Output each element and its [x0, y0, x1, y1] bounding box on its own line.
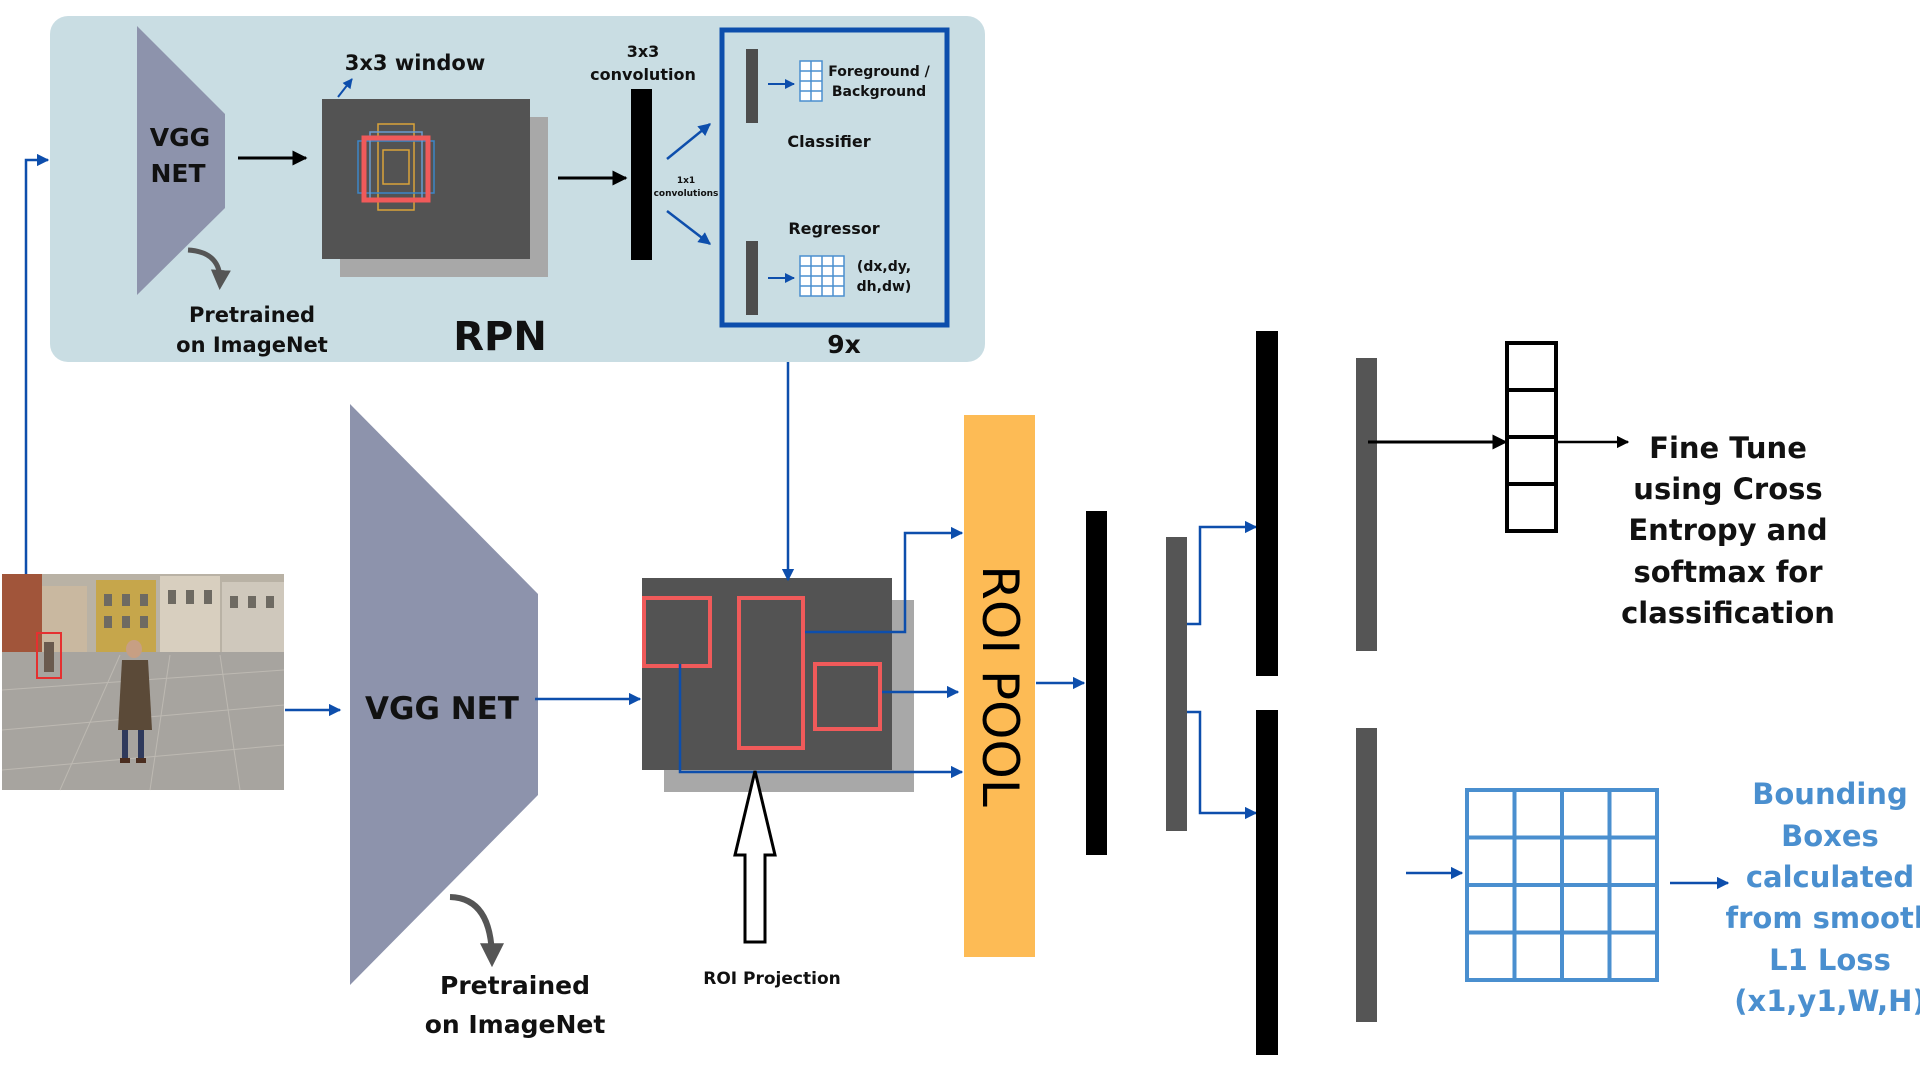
conv-label-1: 3x3	[627, 42, 660, 61]
bbox-output-label-1: Bounding	[1752, 777, 1907, 811]
conv1x1-label-2: convolutions	[654, 189, 719, 199]
rpn-vgg-label-2: NET	[150, 159, 205, 188]
anchor-box	[357, 140, 435, 194]
roi-box	[813, 662, 882, 731]
main-feature-map	[642, 578, 892, 770]
fg-bg-label-2: Background	[832, 84, 926, 100]
fc-layer-1	[1086, 511, 1107, 855]
conv1x1-arrow-down	[666, 210, 711, 245]
softmax-output-vector	[1505, 341, 1558, 533]
roi-box	[737, 596, 805, 750]
main-pretrained-label-2: on ImageNet	[425, 1010, 606, 1039]
rpn-pretrained-label-1: Pretrained	[189, 303, 315, 327]
rpn-pretrained-label-2: on ImageNet	[176, 333, 328, 357]
bbox-fc-layer-2	[1356, 728, 1377, 1022]
bbox-output-label-4: from smooth	[1726, 901, 1920, 935]
rpn-vgg-label-1: VGG	[150, 123, 210, 152]
bbox-output-label-6: (x1,y1,W,H)	[1734, 984, 1920, 1018]
deltas-label-2: dh,dw)	[857, 279, 912, 295]
roi-pool-label: ROI POOL	[971, 565, 1029, 807]
rpn-title: RPN	[453, 314, 547, 360]
cls-output-label-3: Entropy and	[1628, 513, 1827, 547]
rpn-repeat-label: 9x	[827, 330, 861, 359]
window-pointer-arrow	[337, 78, 353, 98]
conv1x1-arrow-up	[666, 123, 711, 160]
main-vgg-net-block	[350, 404, 538, 985]
window-label: 3x3 window	[345, 51, 486, 75]
fc-to-bbox-branch-arrow	[1187, 710, 1258, 820]
roi-route-bottom	[678, 664, 964, 779]
roi-projection-arrow	[733, 770, 777, 944]
anchor-box	[377, 123, 415, 211]
conv1x1-label-1: 1x1	[677, 176, 695, 186]
anchor-box	[382, 149, 410, 185]
rpn-heads-box	[719, 27, 950, 328]
roi-route-top	[805, 526, 964, 634]
classifier-output-grid	[799, 60, 823, 102]
regressor-output-grid	[799, 255, 845, 297]
regressor-bar	[746, 241, 758, 315]
roi-box	[642, 596, 712, 668]
classifier-label: Classifier	[787, 132, 870, 151]
bbox-output-label-3: calculated	[1746, 860, 1914, 894]
cls-output-label-1: Fine Tune	[1649, 431, 1807, 465]
rpn-vgg-net-block	[137, 26, 225, 295]
rpn-pretrained-curve-arrow	[187, 247, 231, 290]
main-vgg-label: VGG NET	[365, 691, 519, 727]
image-to-rpn-arrow	[24, 153, 50, 574]
cls-output-label-4: softmax for	[1633, 555, 1823, 589]
fg-bg-label-1: Foreground /	[828, 64, 930, 80]
input-street-photo	[1, 574, 285, 791]
roi-pool-block	[964, 415, 1035, 957]
conv-label-2: convolution	[590, 65, 696, 84]
bbox-output-label-5: L1 Loss	[1769, 943, 1891, 977]
main-pretrained-label-1: Pretrained	[440, 971, 590, 1000]
bbox-output-grid	[1465, 788, 1659, 982]
deltas-label-1: (dx,dy,	[857, 259, 911, 275]
sliding-window-box	[361, 135, 431, 203]
cls-output-label-2: using Cross	[1633, 472, 1822, 506]
conv3x3-bar	[631, 89, 652, 260]
bbox-output-label-2: Boxes	[1781, 819, 1879, 853]
main-pretrained-curve-arrow	[449, 894, 504, 968]
cls-fc-layer-2	[1356, 358, 1377, 651]
fc-to-cls-branch-arrow	[1187, 520, 1258, 626]
roi-projection-label: ROI Projection	[703, 969, 840, 989]
fc-layer-2	[1166, 537, 1187, 831]
cls-output-label-5: classification	[1621, 596, 1835, 630]
classifier-bar	[746, 49, 758, 123]
bbox-fc-layer	[1256, 710, 1278, 1055]
regressor-label: Regressor	[788, 219, 879, 238]
cls-fc-layer	[1256, 331, 1278, 676]
